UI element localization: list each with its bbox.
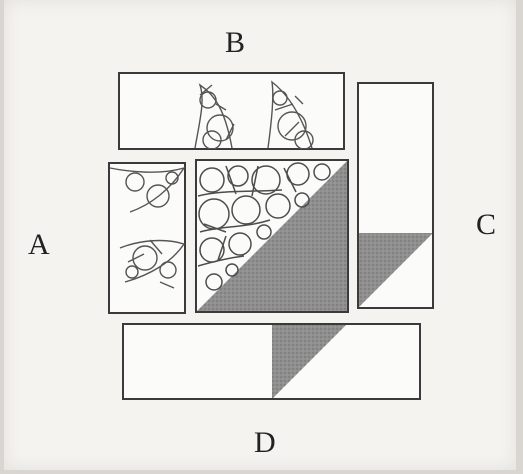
strip-d [123,324,420,399]
strip-a [109,163,185,313]
label-b: B [225,28,245,58]
label-d: D [254,428,276,458]
strip-c [358,83,433,308]
label-c: C [476,210,496,240]
label-a: A [28,230,50,260]
strip-d-background [123,324,420,399]
center-square [196,160,348,312]
strip-a-outline [109,163,185,313]
strip-b [119,73,344,149]
strip-b-outline [119,73,344,149]
